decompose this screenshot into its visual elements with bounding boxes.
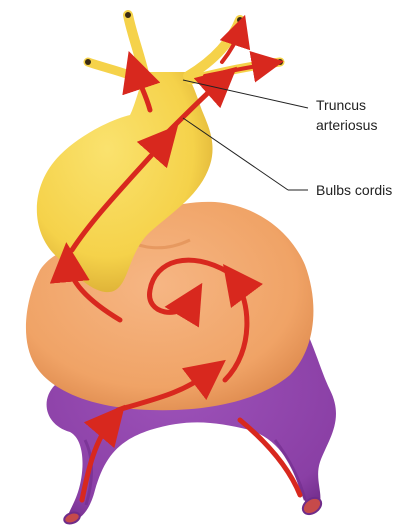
left-vein-opening [63,511,81,526]
vessel-opening-3 [237,17,243,23]
truncus-label-line1: Truncus [316,97,366,113]
labels: Truncus arteriosus Bulbs cordis [183,80,392,198]
vessel-opening-1 [125,12,131,18]
truncus-label-line2: arteriosus [316,117,377,133]
vessel-opening-2 [85,59,91,65]
bulbus-cordis-label: Bulbs cordis [316,182,392,198]
vessel-opening-4 [277,59,283,65]
truncus-leader-line [183,80,308,108]
